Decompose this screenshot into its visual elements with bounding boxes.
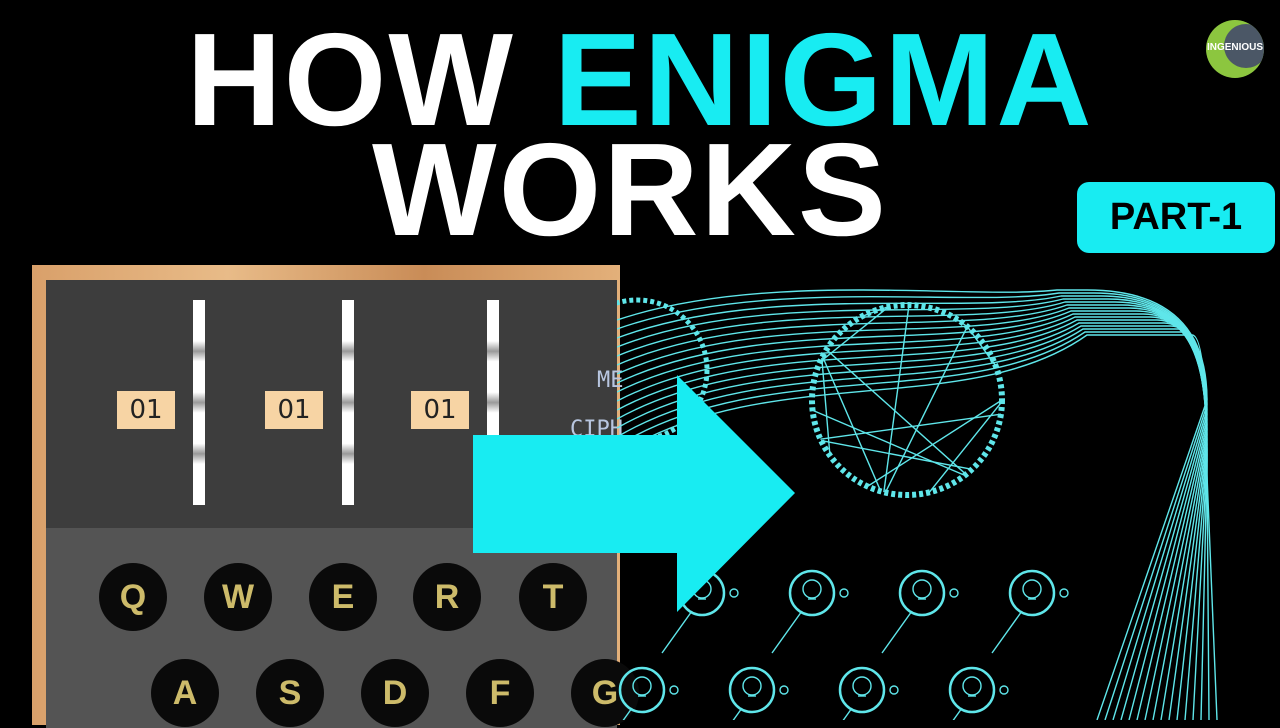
lightbulb-icon	[618, 666, 679, 720]
wire	[821, 357, 831, 456]
wire	[867, 399, 1003, 487]
wire	[928, 401, 1003, 493]
rotor-wiring-diagram	[617, 289, 1218, 720]
lightbulb-icon	[991, 569, 1069, 654]
wire	[825, 349, 967, 475]
title-line-1: HOW ENIGMA	[0, 14, 1280, 146]
key-t[interactable]: T	[519, 563, 587, 631]
wire	[821, 356, 882, 492]
rotor-slider-2[interactable]	[342, 300, 354, 505]
rotor-gear-icon	[617, 297, 710, 443]
lightbulb-icon	[881, 569, 959, 654]
rotor-window-2: 01	[265, 391, 323, 429]
key-f[interactable]: F	[466, 659, 534, 727]
rotor-window-1: 01	[117, 391, 175, 429]
rotor-window-3: 01	[411, 391, 469, 429]
wire	[617, 334, 1218, 720]
part-badge: PART-1	[1077, 182, 1275, 253]
lightbulb-icon	[948, 666, 1009, 720]
message-label: ME	[597, 368, 624, 393]
key-w[interactable]: W	[204, 563, 272, 631]
wiring-lines	[617, 289, 1218, 720]
wire	[819, 306, 889, 363]
lightbulb-icon	[771, 569, 849, 654]
wire	[617, 292, 1208, 720]
channel-logo: INGENIOUS	[1206, 20, 1264, 78]
wire	[883, 304, 910, 493]
enigma-machine-panel: 01 01 01 ME CIPH Q W E R T A S D F G	[32, 265, 639, 728]
title-line-2: WORKS	[372, 116, 888, 263]
wire	[617, 328, 1208, 720]
title-enigma: ENIGMA	[553, 6, 1094, 153]
lightbulb-icon	[728, 666, 789, 720]
wire	[812, 409, 966, 477]
key-s[interactable]: S	[256, 659, 324, 727]
key-e[interactable]: E	[309, 563, 377, 631]
lamp-board	[618, 569, 1069, 720]
rotor-gear-icon	[809, 302, 1005, 498]
key-d[interactable]: D	[361, 659, 429, 727]
wire	[820, 413, 1002, 440]
wire	[884, 326, 968, 493]
rotor-slider-1[interactable]	[193, 300, 205, 505]
key-g[interactable]: G	[571, 659, 639, 727]
keyboard: Q W E R T A S D F G	[46, 528, 639, 728]
wire	[820, 439, 973, 470]
title-how: HOW	[186, 6, 515, 153]
key-r[interactable]: R	[413, 563, 481, 631]
wire	[617, 331, 1210, 720]
lightbulb-icon	[838, 666, 899, 720]
key-a[interactable]: A	[151, 659, 219, 727]
key-q[interactable]: Q	[99, 563, 167, 631]
